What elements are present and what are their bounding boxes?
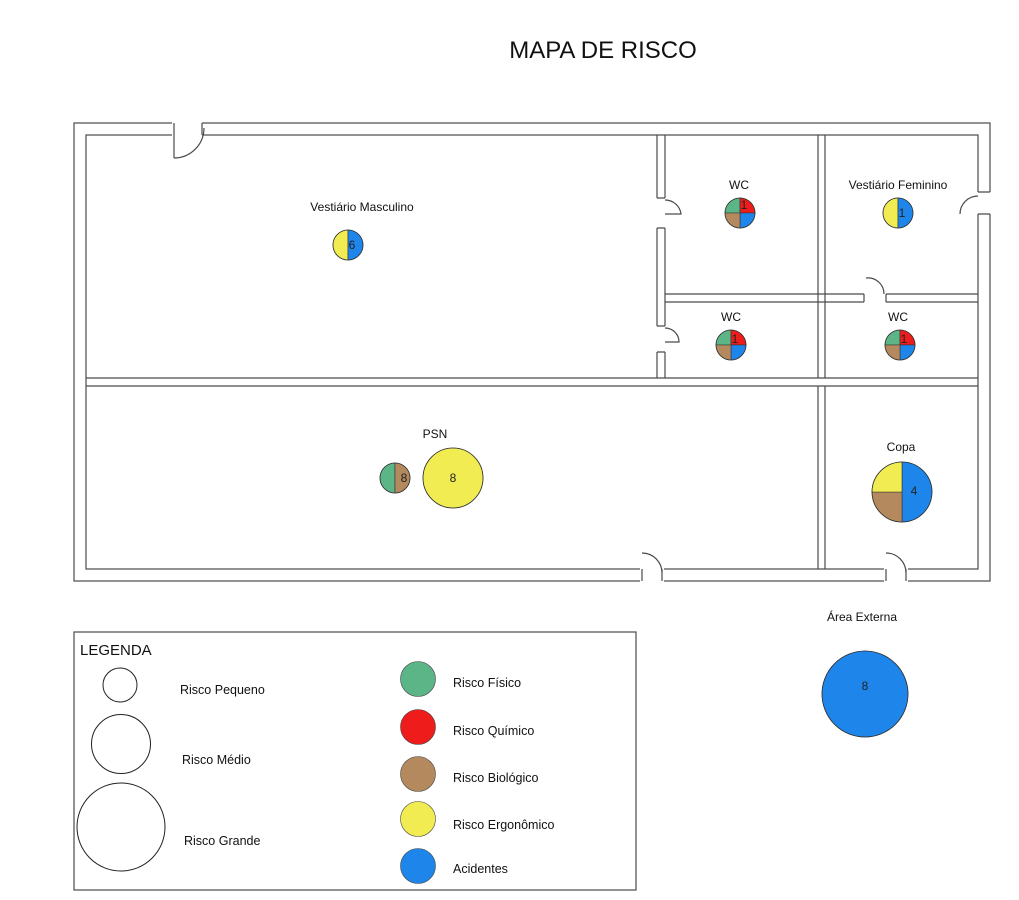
legend-title: LEGENDA: [80, 642, 152, 659]
legend: LEGENDA Risco Pequeno Risco Médio Risco …: [73, 631, 637, 891]
door-opening: [655, 326, 667, 352]
door-swing: [173, 123, 205, 159]
door-swing: [959, 191, 990, 215]
risk-marker-outline: [422, 447, 484, 509]
room-label-psn: PSN: [423, 427, 448, 441]
risk-marker-number: 8: [450, 471, 457, 485]
door-opening: [640, 567, 664, 583]
door-opening: [884, 567, 908, 583]
floor-plan: [73, 121, 992, 583]
door-swing: [885, 552, 907, 581]
risk-marker-area-externa: 8: [821, 650, 909, 738]
door-swing: [863, 277, 887, 302]
outer-wall-inner-line: [85, 134, 979, 570]
room-label-copa: Copa: [887, 440, 916, 454]
door-swing: [657, 197, 682, 229]
risk-marker-vestiario-feminino: 1: [882, 197, 914, 229]
risk-marker-outline: [715, 329, 747, 361]
room-label-wc-right: WC: [888, 310, 908, 324]
risk-marker-number: 1: [732, 332, 739, 346]
legend-size-small-label: Risco Pequeno: [180, 683, 265, 697]
risk-marker-number: 1: [741, 198, 748, 212]
legend-biologico-swatch: [400, 756, 436, 792]
legend-fisico-swatch: [400, 661, 436, 697]
legend-size-large-circle: [76, 782, 166, 872]
door-opening: [172, 121, 202, 137]
room-label-vestiario-feminino: Vestiário Feminino: [849, 178, 948, 192]
risk-marker-outline: [821, 650, 909, 738]
risk-marker-psn-small: 8: [379, 462, 411, 494]
risk-marker-outline: [379, 462, 411, 494]
risk-marker-copa: 4: [871, 461, 933, 523]
risk-marker-outline: [871, 461, 933, 523]
legend-box: [73, 631, 637, 891]
room-label-area-externa: Área Externa: [827, 609, 897, 624]
legend-quimico-swatch: [400, 709, 436, 745]
legend-fisico-label: Risco Físico: [453, 676, 521, 690]
room-label-wc-top: WC: [729, 178, 749, 192]
risk-marker-vestiario-masculino: 6: [332, 229, 364, 261]
risk-marker-number: 6: [349, 238, 356, 252]
legend-biologico-label: Risco Biológico: [453, 771, 539, 785]
legend-size-medium-label: Risco Médio: [182, 753, 251, 767]
room-label-vestiario-masculino: Vestiário Masculino: [310, 200, 414, 214]
door-swing: [657, 325, 680, 353]
risk-marker-wc-mid: 1: [715, 329, 747, 361]
risk-marker-number: 4: [911, 484, 918, 498]
risk-marker-wc-right: 1: [884, 329, 916, 361]
risk-slice-acidentes: [821, 650, 909, 738]
legend-acidentes-label: Acidentes: [453, 862, 508, 876]
risk-marker-outline: [882, 197, 914, 229]
door-opening: [976, 192, 992, 214]
risk-slice-ergonomico: [332, 229, 349, 261]
risk-slice-ergonomico: [871, 461, 903, 493]
legend-acidentes-swatch: [400, 848, 436, 884]
risk-marker-outline: [724, 197, 756, 229]
risk-marker-number: 1: [901, 332, 908, 346]
legend-ergonomico-swatch: [400, 801, 436, 837]
risk-slice-fisico: [379, 462, 396, 494]
risk-marker-psn-medium: 8: [422, 447, 484, 509]
door-swing: [641, 552, 663, 581]
door-opening: [864, 292, 886, 304]
legend-size-large-label: Risco Grande: [184, 834, 260, 848]
risk-slice-biologico: [871, 491, 903, 523]
risk-marker-outline: [884, 329, 916, 361]
risk-marker-number: 8: [401, 471, 408, 485]
risk-marker-wc-top: 1: [724, 197, 756, 229]
legend-size-medium-circle: [91, 714, 151, 774]
risk-marker-outline: [332, 229, 364, 261]
legend-size-small-circle: [102, 667, 138, 703]
legend-ergonomico-label: Risco Ergonômico: [453, 818, 554, 832]
page-title: MAPA DE RISCO: [509, 37, 697, 64]
risk-marker-number: 8: [862, 679, 869, 693]
outer-wall-outline: [73, 122, 991, 582]
door-opening: [655, 198, 667, 228]
room-label-wc-mid: WC: [721, 310, 741, 324]
legend-quimico-label: Risco Químico: [453, 724, 534, 738]
risk-slice-ergonomico: [882, 197, 899, 229]
risk-marker-number: 1: [899, 206, 906, 220]
